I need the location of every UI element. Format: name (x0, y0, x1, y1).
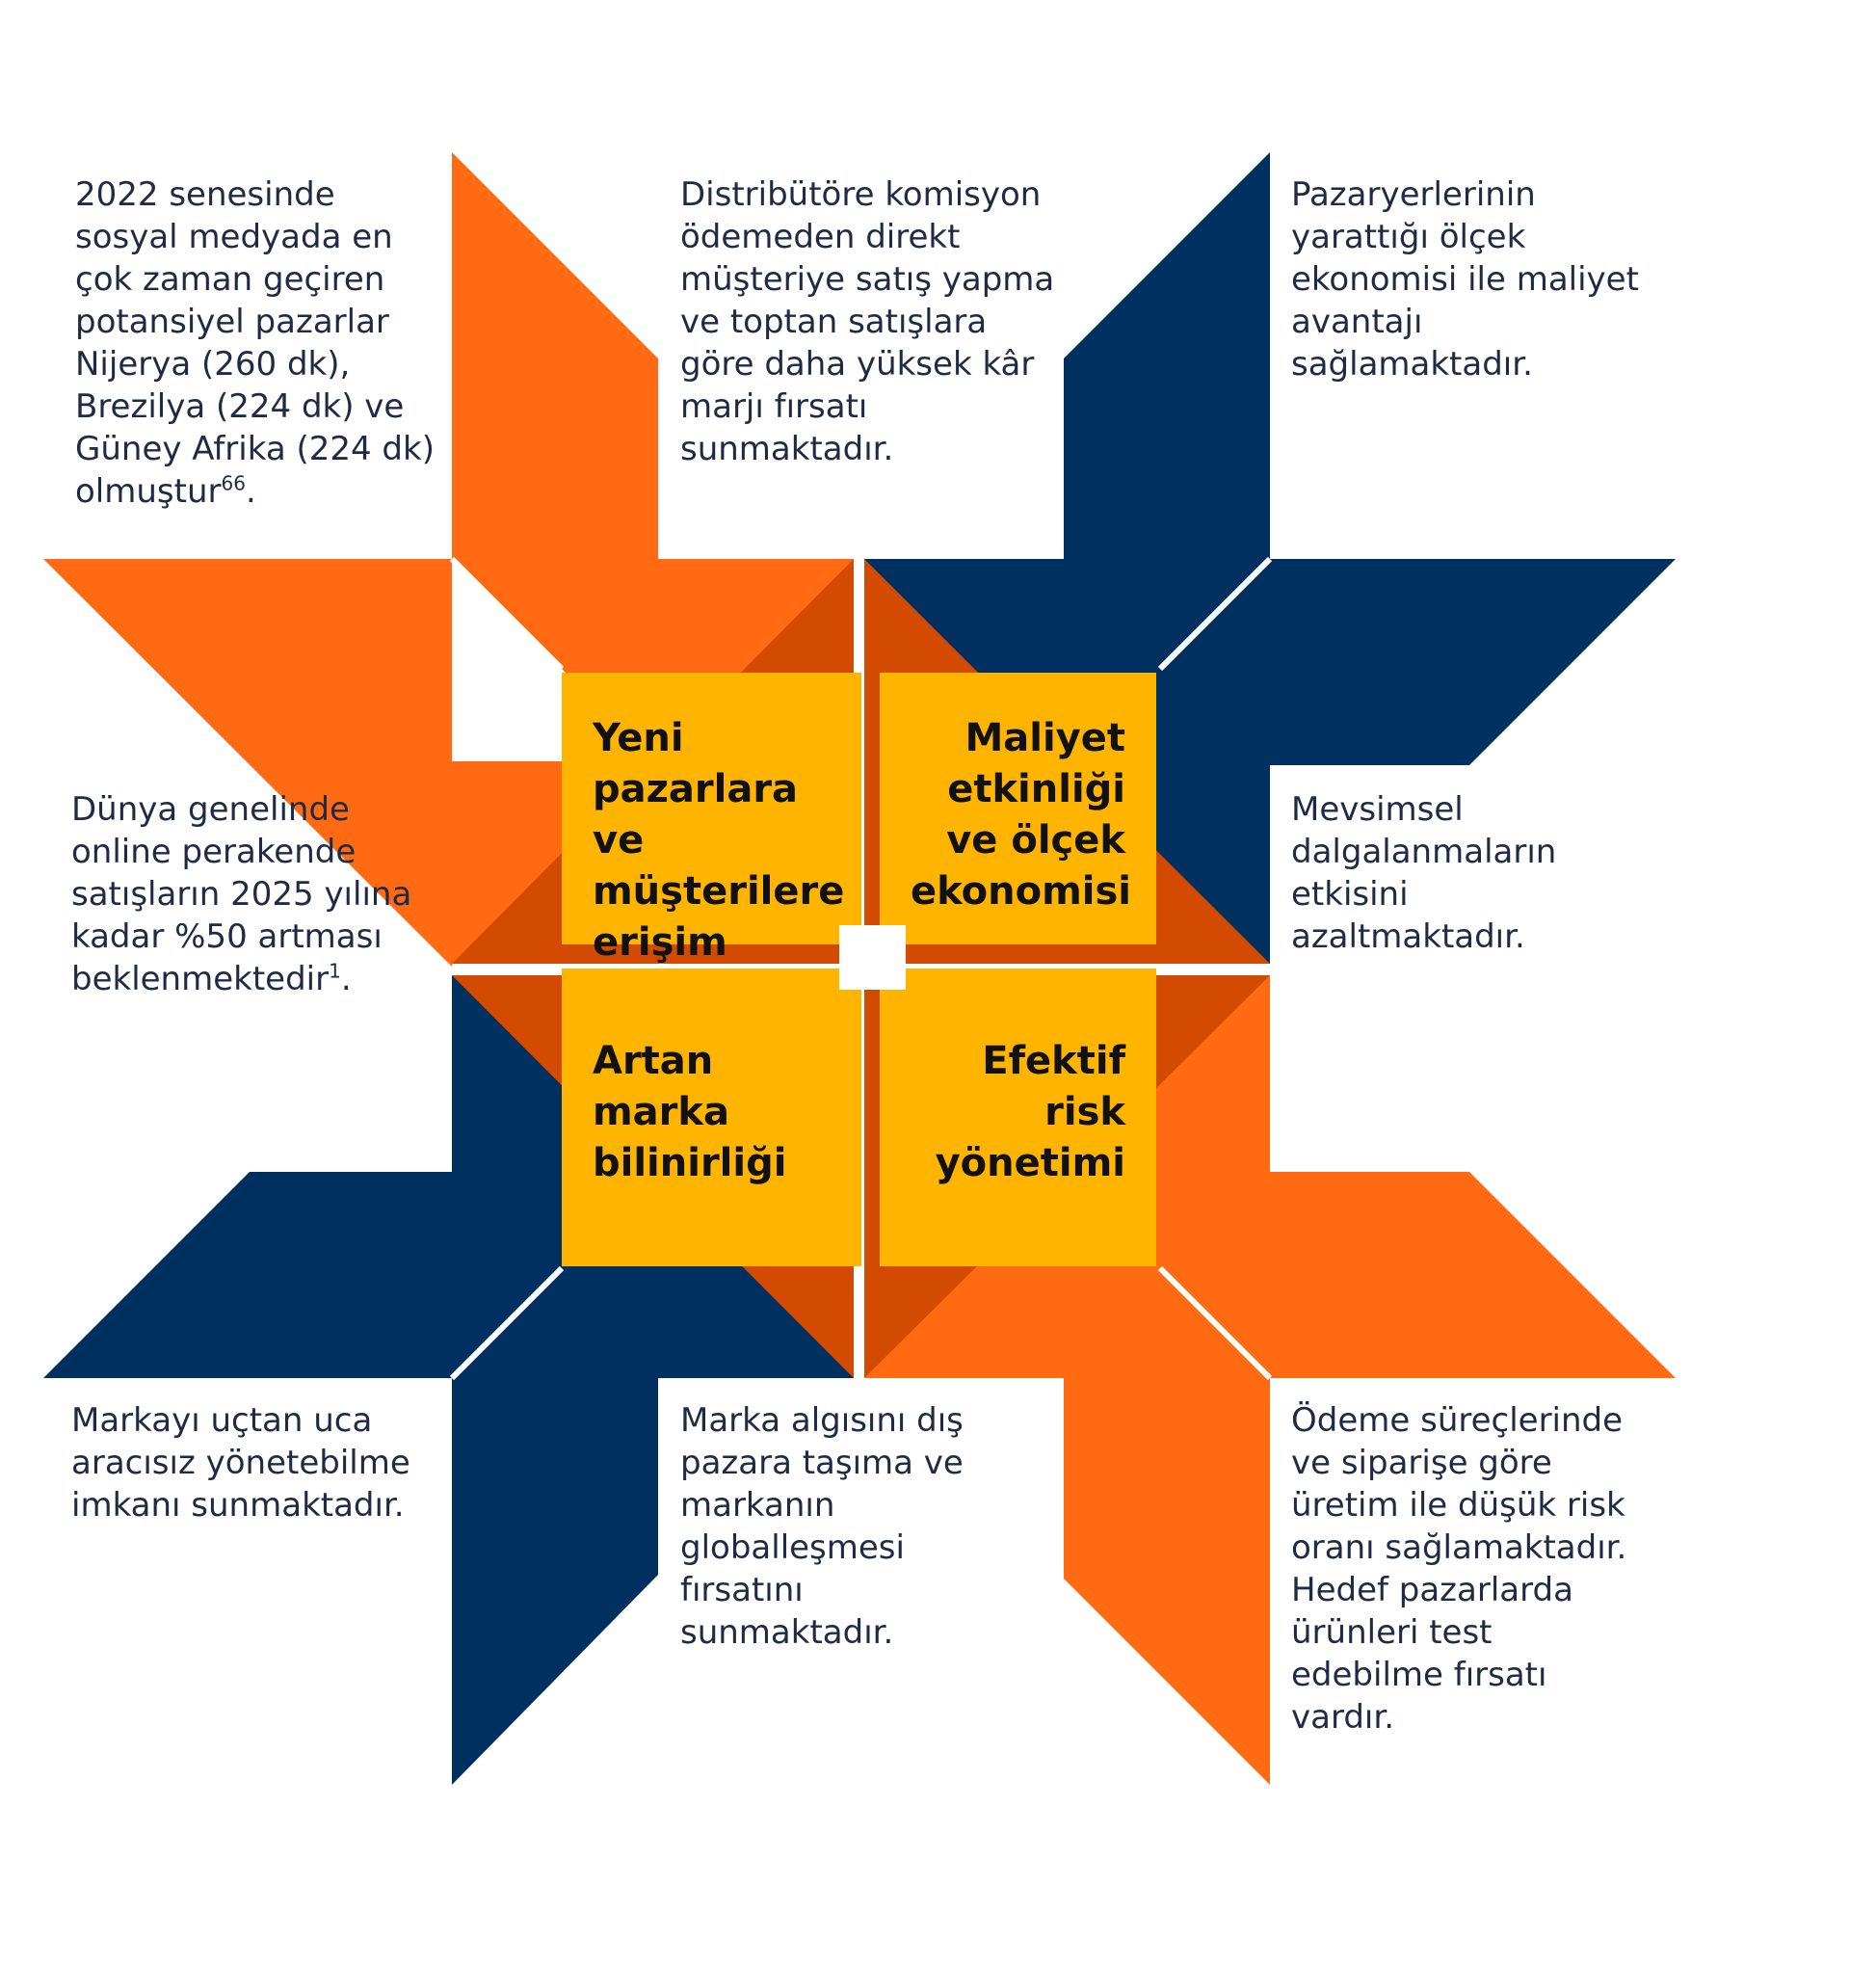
desc-top-left-suffix: . (245, 472, 256, 511)
box-top-right-bg (880, 673, 1156, 944)
footnote-1: 1 (329, 959, 341, 983)
box-bottom-right-title: Efektif risk yönetimi (935, 1039, 1125, 1185)
desc-middle-left: Dünya genelinde online perakende satışla… (71, 788, 437, 1000)
top-left-horizontal-arrow (43, 559, 452, 967)
desc-top-left-text: 2022 senesinde sosyal medyada en çok zam… (75, 175, 435, 511)
box-top-left: Yeni pazarlara ve müşterilere erişim (562, 713, 861, 969)
box-bottom-left-bg (562, 969, 861, 1266)
desc-bottom-center: Marka algısını dış pazara taşıma ve mark… (680, 1401, 964, 1652)
desc-bottom-left: Markayı uçtan uca aracısız yönetebilme i… (71, 1401, 410, 1525)
box-top-left-bg (562, 673, 861, 944)
box-top-right-title: Maliyet etkinliği ve ölçek ekonomisi (911, 716, 1132, 914)
diagonal-divider-bl (449, 1265, 565, 1381)
diagonal-divider-tr (1157, 556, 1273, 672)
desc-middle-right: Mevsimsel dalgalanmaların etkisini azalt… (1291, 790, 1557, 956)
bottom-right-vertical-arrow (1064, 1378, 1270, 1785)
box-bottom-left-title: Artan marka bilinirliği (593, 1039, 787, 1185)
diagonal-divider-tl (449, 556, 565, 672)
bottom-left-horizontal-arrow (43, 1172, 452, 1378)
center-square (839, 925, 906, 990)
diagonal-divider-br (1157, 1265, 1273, 1381)
box-bottom-left: Artan marka bilinirliği (562, 1036, 793, 1189)
desc-middle-left-suffix: . (340, 960, 352, 998)
desc-bottom-right: Ödeme süreçlerinde ve siparişe göre üret… (1291, 1401, 1627, 1737)
desc-top-right: Pazaryerlerinin yarattığı ölçek ekonomis… (1291, 175, 1639, 384)
footnote-66: 66 (221, 471, 246, 495)
box-top-left-title: Yeni pazarlara ve müşterilere erişim (593, 716, 845, 965)
bottom-left-vertical-arrow (452, 1378, 658, 1785)
box-top-right: Maliyet etkinliği ve ölçek ekonomisi (880, 713, 1156, 917)
box-bottom-right-bg (880, 969, 1156, 1266)
desc-top-center: Distribütöre komisyon ödemeden direkt mü… (680, 175, 1055, 468)
box-bottom-right: Efektif risk yönetimi (880, 1036, 1156, 1189)
desc-middle-left-text: Dünya genelinde online perakende satışla… (71, 790, 412, 998)
top-right-horizontal-arrow (1270, 559, 1676, 765)
top-left-vertical-arrow (452, 152, 658, 559)
bottom-right-horizontal-arrow (1270, 1172, 1676, 1378)
top-right-vertical-arrow (1064, 152, 1270, 559)
desc-top-left: 2022 senesinde sosyal medyada en çok zam… (75, 173, 441, 513)
